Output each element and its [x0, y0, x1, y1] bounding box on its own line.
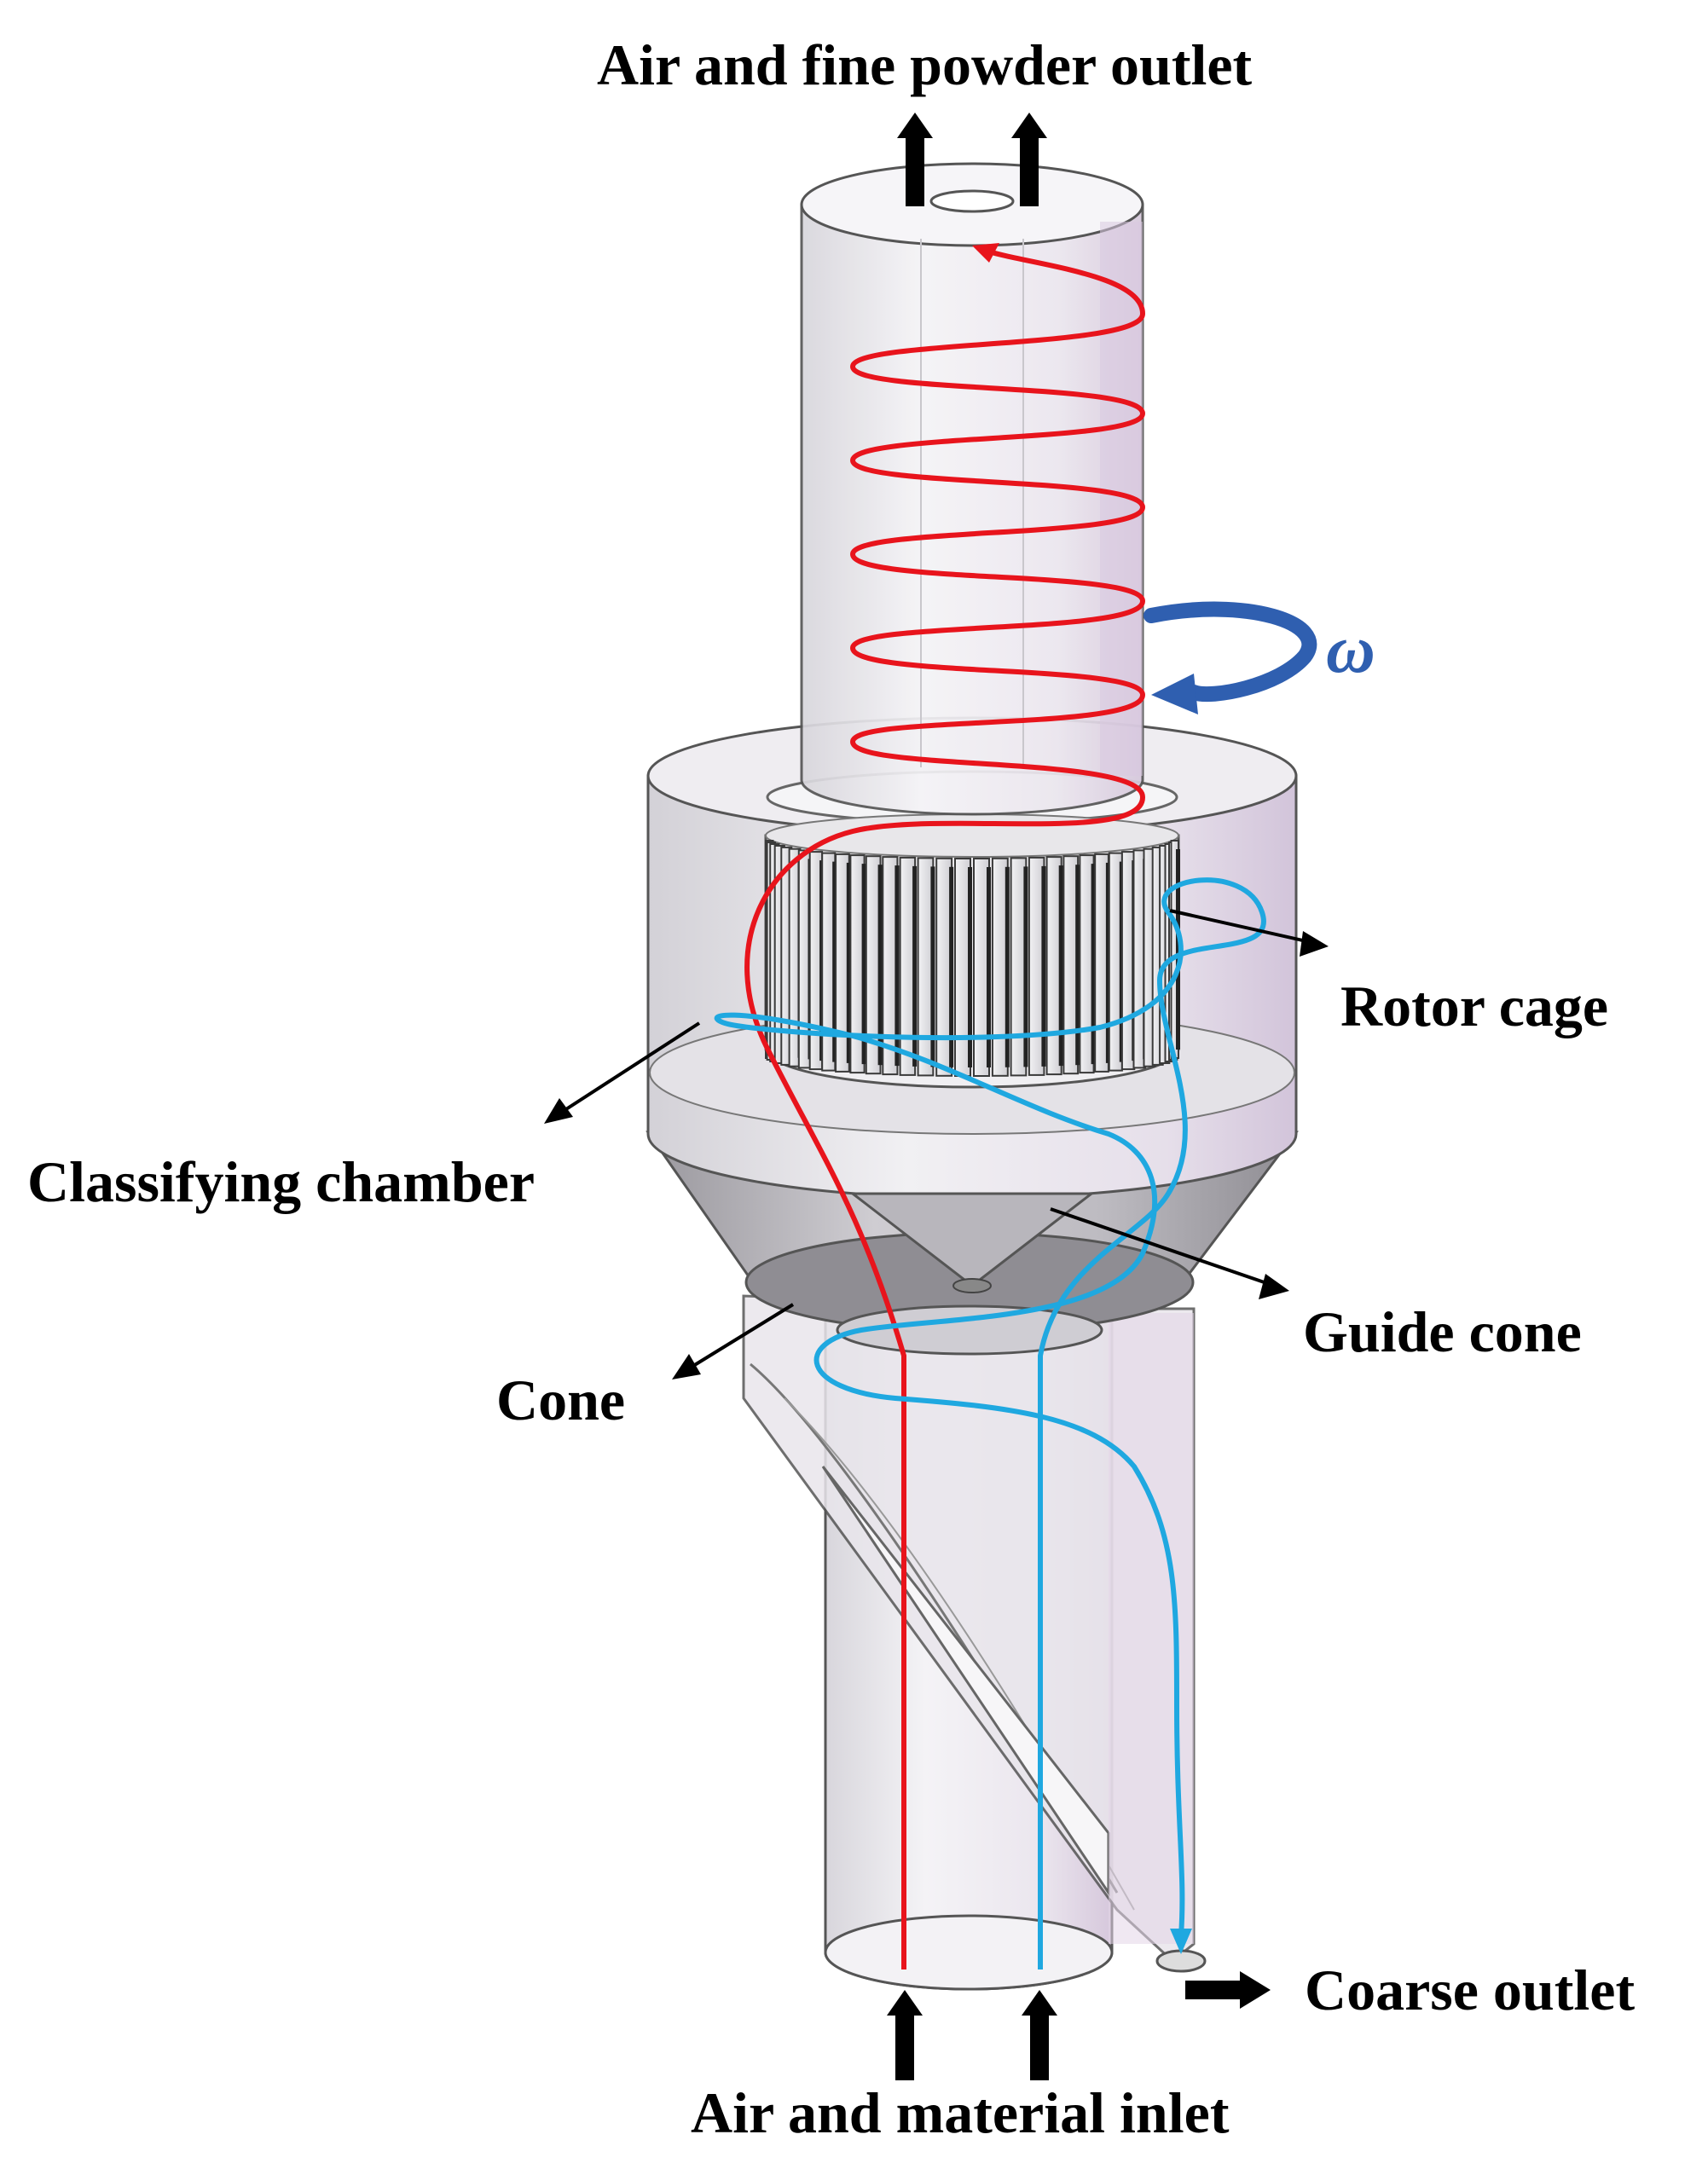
rotor-blade-shadow [846, 862, 851, 1063]
outlet-arrow-icon-left [897, 113, 933, 206]
rotor-blade-shadow [832, 861, 837, 1062]
rotor-cage-label: Rotor cage [1340, 974, 1609, 1038]
rotation-symbol: ω [1326, 612, 1375, 687]
cone-leader [672, 1303, 795, 1379]
guide-cone-body [848, 1192, 1096, 1293]
rotor-blade-shadow [895, 865, 900, 1067]
rotor-blade-shadow [968, 867, 972, 1067]
rotor-blade-shadow [1091, 864, 1096, 1065]
rotor-blade-shadow [1105, 862, 1110, 1063]
classifying-chamber-label: Classifying chamber [27, 1149, 535, 1214]
fine-powder-flow-path [744, 246, 1146, 1969]
rotor-blade-shadow [912, 865, 918, 1067]
classifying-chamber-leader [544, 1021, 701, 1124]
coarse-outlet-pipe [742, 1294, 1207, 1973]
coarse-outlet-label: Coarse outlet [1305, 1958, 1636, 2022]
guide-cone-label: Guide cone [1303, 1299, 1582, 1364]
rotor-blade-shadow [1023, 866, 1028, 1067]
rotor-blade-shadow [1075, 865, 1080, 1066]
rotor-blade-shadow [987, 867, 991, 1067]
rotor-blade-shadow [1058, 865, 1063, 1067]
rotor-blade-shadow [1005, 866, 1010, 1067]
inlet-arrow-icon-right [1022, 1990, 1057, 2080]
rotor-cage-body [764, 770, 1180, 1089]
rotor-blade-shadow [949, 866, 954, 1067]
rotation-arrow-icon [1143, 601, 1317, 714]
guide-cone-leader [1050, 1207, 1289, 1299]
rotor-cage-leader [1169, 909, 1329, 957]
rotor-blade-shadow [1041, 865, 1046, 1067]
rotor-blade-shadow [1176, 849, 1180, 1050]
coarse-outlet-arrow-icon [1185, 1971, 1271, 2009]
fine-flow-arrowhead [972, 243, 999, 263]
rotor-blade-shadow [861, 864, 866, 1065]
coarse-particle-flow-path [714, 877, 1266, 1969]
outlet-arrow-icon-right [1011, 113, 1047, 206]
rotor-blade-shadow [930, 866, 935, 1067]
rotor-blade-shadow [877, 865, 883, 1066]
inlet-arrow-icon-left [887, 1990, 923, 2080]
rotor-blades [765, 840, 1180, 1077]
inlet-label: Air and material inlet [691, 2080, 1230, 2145]
coarse-flow-arrowhead [1170, 1929, 1192, 1954]
top-outlet-label: Air and fine powder outlet [597, 32, 1253, 97]
cone-label: Cone [496, 1368, 626, 1432]
